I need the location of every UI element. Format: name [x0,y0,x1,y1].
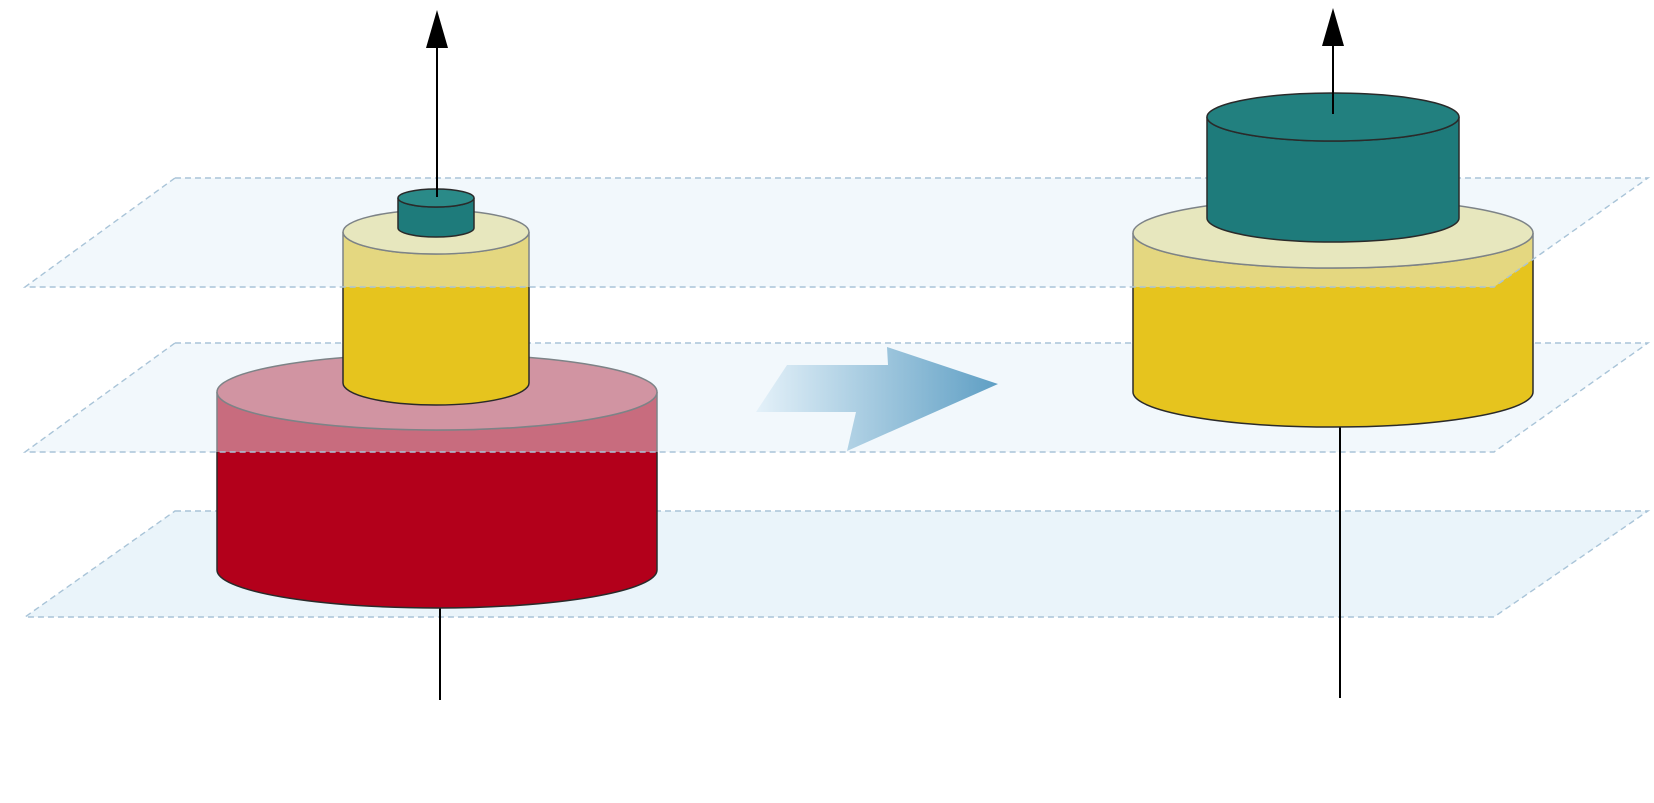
left-up-arrow [426,10,448,197]
right-up-arrow [1322,8,1344,114]
transition-arrow [756,347,998,451]
left-teal-cylinder [397,188,475,238]
right-teal-cylinder [1206,92,1460,243]
left-yellow-cylinder [342,209,530,406]
